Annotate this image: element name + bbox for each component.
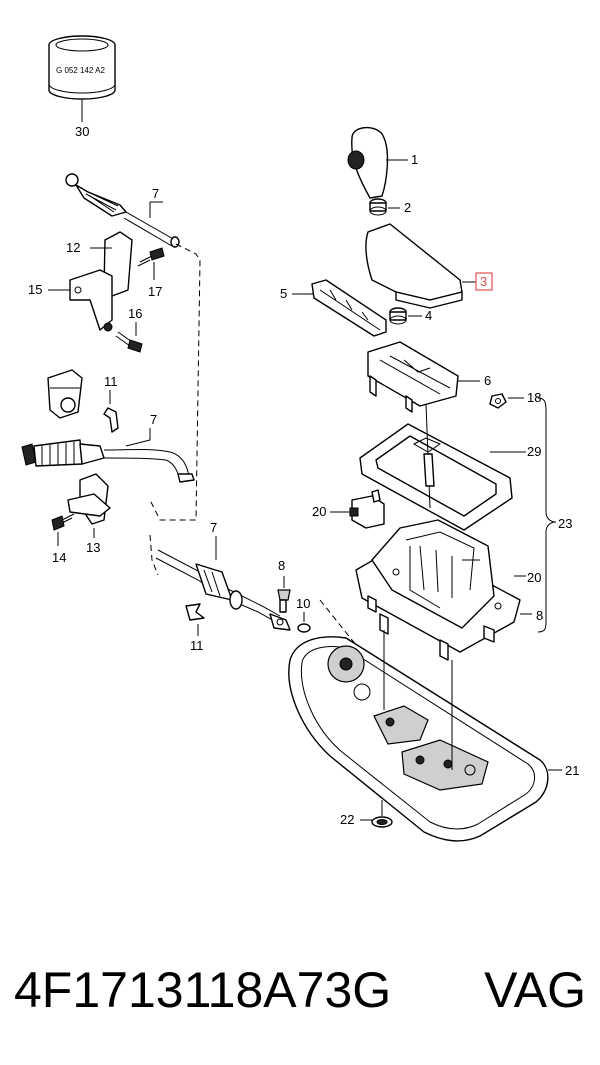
bracket-group-23: 23 20 8 (514, 397, 572, 633)
label-29: 29 (527, 444, 541, 459)
label-23: 23 (558, 516, 572, 531)
label-12: 12 (66, 240, 80, 255)
part-caption: 4F1713118A73G VAG (0, 950, 600, 1030)
brand-text: VAG (484, 962, 586, 1018)
switch-part-20: 20 (312, 489, 385, 529)
gear-knob-part-1: 1 (347, 127, 418, 199)
cylinder-part-30: G 052 142 A2 30 (48, 35, 116, 139)
label-7-lower: 7 (210, 520, 217, 535)
highlight-box-part-3 (475, 272, 493, 291)
ring-part-2: 2 (369, 198, 411, 216)
upper-cable-assembly: 7 (65, 173, 180, 248)
cylinder-code-label: G 052 142 A2 (56, 66, 105, 75)
nut-part-18: 18 (489, 390, 541, 409)
grommet-part-22: 22 (340, 800, 393, 828)
label-20-housing: 20 (527, 570, 541, 585)
bolt-part-17: 17 (137, 247, 165, 299)
label-16: 16 (128, 306, 142, 321)
bushing-part-4: 4 (389, 307, 432, 325)
label-11-lower: 11 (190, 638, 204, 653)
label-21: 21 (565, 763, 579, 778)
part-number-text: 4F1713118A73G (14, 962, 392, 1018)
bracket-part-12-15: 12 15 (28, 231, 133, 332)
selector-housing-part-8 (355, 519, 521, 661)
middle-cable-assembly: 11 7 13 14 (21, 369, 195, 565)
label-22: 22 (340, 812, 354, 827)
label-30: 30 (75, 124, 89, 139)
label-6: 6 (484, 373, 491, 388)
label-3: 3 (480, 274, 487, 289)
label-13: 13 (86, 540, 100, 555)
label-20-switch: 20 (312, 504, 326, 519)
label-18: 18 (527, 390, 541, 405)
label-5: 5 (280, 286, 287, 301)
label-1: 1 (411, 152, 418, 167)
base-plate-part-21: 21 (288, 636, 579, 842)
label-10: 10 (296, 596, 310, 611)
label-14: 14 (52, 550, 66, 565)
label-17: 17 (148, 284, 162, 299)
connection-dashes (149, 243, 361, 651)
bolt-part-16: 16 (115, 306, 143, 353)
frame-part-29: 29 (359, 423, 541, 531)
shift-boot-part-3: 3 (365, 223, 493, 309)
label-7-upper: 7 (152, 186, 159, 201)
label-8-housing: 8 (536, 608, 543, 623)
cover-part-5: 5 (280, 279, 387, 337)
lower-cable-assembly: 7 11 8 10 (155, 520, 311, 653)
label-2: 2 (404, 200, 411, 215)
label-15: 15 (28, 282, 42, 297)
label-4: 4 (425, 308, 432, 323)
label-7-middle: 7 (150, 412, 157, 427)
label-11-top: 11 (104, 374, 118, 389)
exploded-parts-diagram: G 052 142 A2 30 7 12 15 17 16 (21, 35, 579, 842)
label-8-bolt: 8 (278, 558, 285, 573)
housing-part-6: 6 (367, 341, 491, 413)
